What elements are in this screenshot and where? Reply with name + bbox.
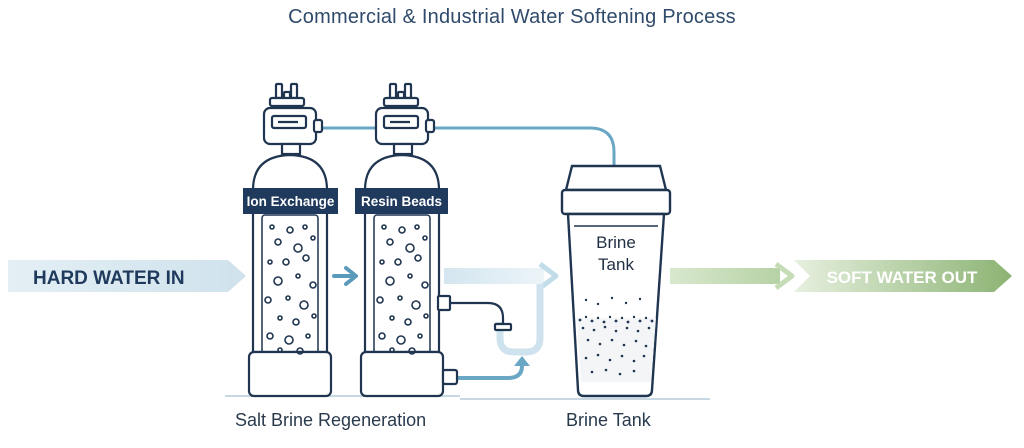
brine-salt-fill bbox=[577, 296, 656, 382]
u-pipe bbox=[496, 284, 544, 356]
hard-water-in-banner: HARD WATER IN bbox=[8, 260, 246, 292]
regeneration-flow-arrow bbox=[458, 356, 530, 380]
control-pipe bbox=[318, 126, 616, 168]
resin-beads-text: Resin Beads bbox=[361, 194, 442, 209]
caption-salt-brine-regeneration: Salt Brine Regeneration bbox=[235, 410, 427, 430]
resin-beads bbox=[376, 224, 429, 355]
caption-brine-tank: Brine Tank bbox=[566, 410, 651, 430]
ion-exchange-label: Ion Exchange bbox=[243, 188, 338, 214]
diagram-title: Commercial & Industrial Water Softening … bbox=[288, 6, 736, 28]
resin-beads-label: Resin Beads bbox=[355, 188, 448, 214]
ion-exchange-text: Ion Exchange bbox=[247, 194, 335, 209]
flow-arrow-to-output bbox=[670, 262, 795, 290]
resin-beads-tank bbox=[359, 82, 513, 398]
brine-tank-label-line2: Tank bbox=[598, 255, 634, 274]
ion-exchange-tank bbox=[247, 82, 333, 398]
flow-arrow-between-tanks bbox=[332, 266, 358, 286]
soft-water-out-banner: SOFT WATER OUT bbox=[794, 260, 1012, 292]
brine-tank-label-line1: Brine bbox=[596, 233, 636, 252]
flow-arrow-to-brine-tank bbox=[444, 262, 559, 290]
ion-exchange-beads bbox=[264, 224, 317, 355]
soft-water-out-label: SOFT WATER OUT bbox=[827, 268, 978, 287]
hard-water-in-label: HARD WATER IN bbox=[33, 268, 185, 289]
